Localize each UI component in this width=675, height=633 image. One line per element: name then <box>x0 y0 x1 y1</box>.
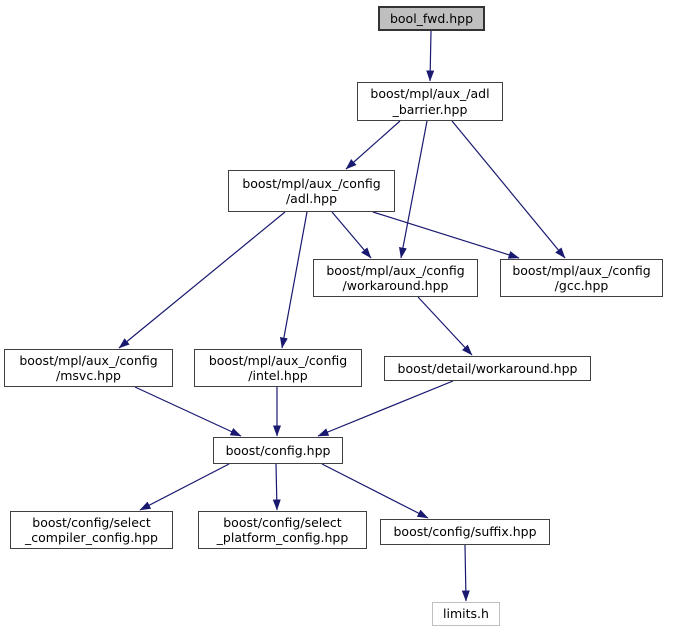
edge-adl_barrier-gcc <box>451 120 566 259</box>
node-limits-h: limits.h <box>432 602 500 626</box>
node-adl-hpp[interactable]: boost/mpl/aux_/config /adl.hpp <box>228 170 395 212</box>
edge-adl_barrier-workaround <box>399 120 428 259</box>
edge-detail-config <box>317 380 454 437</box>
node-select_compiler_config-hpp[interactable]: boost/config/select _compiler_config.hpp <box>10 511 173 549</box>
node-bool_fwd-hpp: bool_fwd.hpp <box>378 6 485 31</box>
node-msvc-hpp[interactable]: boost/mpl/aux_/config /msvc.hpp <box>4 349 173 387</box>
node-gcc-hpp[interactable]: boost/mpl/aux_/config /gcc.hpp <box>500 259 663 297</box>
edge-adl-workaround <box>331 211 372 259</box>
node-detail-workaround-hpp[interactable]: boost/detail/workaround.hpp <box>384 356 591 381</box>
edge-adl-intel <box>279 211 308 349</box>
edge-config-select_compiler <box>139 463 230 511</box>
node-adl_barrier-hpp[interactable]: boost/mpl/aux_/adl _barrier.hpp <box>357 82 503 121</box>
edge-config-suffix <box>321 463 429 519</box>
node-config-hpp[interactable]: boost/config.hpp <box>213 437 343 464</box>
edge-msvc-config <box>134 386 242 437</box>
edge-config-select_platform <box>272 463 281 511</box>
edge-adl-gcc <box>372 211 520 259</box>
edge-suffix-limits <box>461 544 470 602</box>
edge-adl-msvc <box>118 211 286 349</box>
node-mpl-workaround-hpp[interactable]: boost/mpl/aux_/config /workaround.hpp <box>313 259 478 297</box>
edge-adl_barrier-adl <box>345 120 401 170</box>
edge-workaround-detail <box>417 296 473 356</box>
node-select_platform_config-hpp[interactable]: boost/config/select _platform_config.hpp <box>198 511 367 549</box>
node-intel-hpp[interactable]: boost/mpl/aux_/config /intel.hpp <box>194 349 362 387</box>
node-suffix-hpp[interactable]: boost/config/suffix.hpp <box>380 519 550 545</box>
edge-bool_fwd-adl_barrier <box>426 30 435 82</box>
